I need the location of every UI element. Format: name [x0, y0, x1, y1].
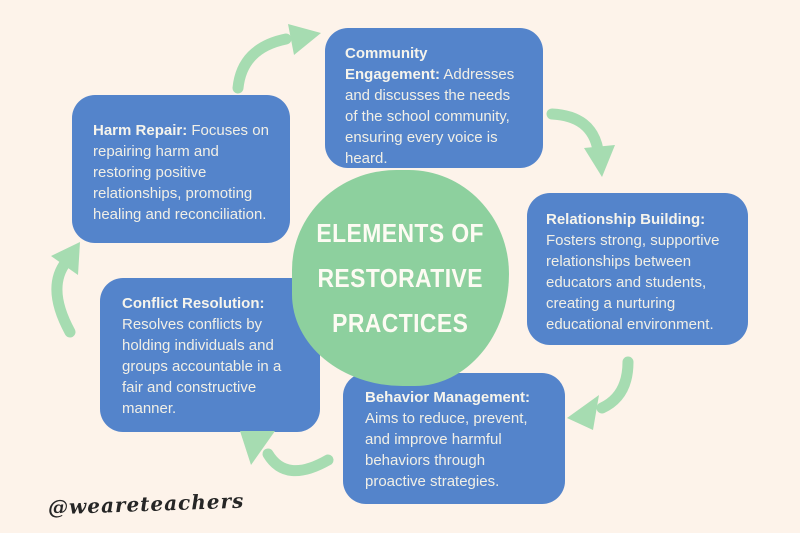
- box-community-engagement: Community Engagement: Addresses and disc…: [325, 28, 543, 168]
- box-community-engagement-label: Community Engagement:: [345, 45, 441, 83]
- curved-arrow-icon-behavior-to-conflict: [240, 431, 334, 477]
- diagram-title: ELEMENTS OF RESTORATIVE PRACTICES: [305, 211, 495, 346]
- curved-arrow-icon-conflict-to-harm: [51, 242, 80, 338]
- box-relationship-building: Relationship Building: Fosters strong, s…: [527, 193, 748, 345]
- box-harm-repair-label: Harm Repair:: [93, 122, 188, 139]
- box-conflict-resolution: Conflict Resolution: Resolves conflicts …: [100, 278, 320, 432]
- watermark-handle: @weareteachers: [47, 488, 245, 520]
- curved-arrow-icon-community-to-relationship: [546, 108, 615, 177]
- box-relationship-building-description: Fosters strong, supportive relationships…: [546, 232, 720, 333]
- box-harm-repair: Harm Repair: Focuses on repairing harm a…: [72, 95, 290, 243]
- box-conflict-resolution-label: Conflict Resolution:: [122, 295, 265, 312]
- diagram-title-line-1: ELEMENTS OF: [316, 217, 485, 248]
- box-behavior-management: Behavior Management: Aims to reduce, pre…: [343, 373, 565, 504]
- box-behavior-management-text: Behavior Management: Aims to reduce, pre…: [365, 387, 547, 492]
- curved-arrow-icon-relationship-to-behavior: [567, 356, 634, 430]
- box-relationship-building-text: Relationship Building: Fosters strong, s…: [546, 209, 730, 335]
- box-relationship-building-label: Relationship Building:: [546, 211, 706, 228]
- box-behavior-management-label: Behavior Management:: [365, 389, 531, 406]
- diagram-title-line-2: RESTORATIVE: [317, 262, 484, 293]
- box-conflict-resolution-text: Conflict Resolution: Resolves conflicts …: [122, 293, 300, 419]
- box-behavior-management-description: Aims to reduce, prevent, and improve har…: [365, 410, 528, 490]
- center-circle: ELEMENTS OF RESTORATIVE PRACTICES: [292, 170, 509, 386]
- curved-arrow-icon-harm-to-community: [232, 24, 321, 94]
- diagram-title-line-3: PRACTICES: [332, 307, 469, 338]
- box-conflict-resolution-description: Resolves conflicts by holding individual…: [122, 316, 282, 417]
- box-community-engagement-text: Community Engagement: Addresses and disc…: [345, 43, 521, 169]
- box-community-engagement-description: Addresses and discusses the needs of the…: [345, 66, 515, 167]
- box-harm-repair-description: Focuses on repairing harm and restoring …: [93, 122, 269, 223]
- box-harm-repair-text: Harm Repair: Focuses on repairing harm a…: [93, 120, 270, 225]
